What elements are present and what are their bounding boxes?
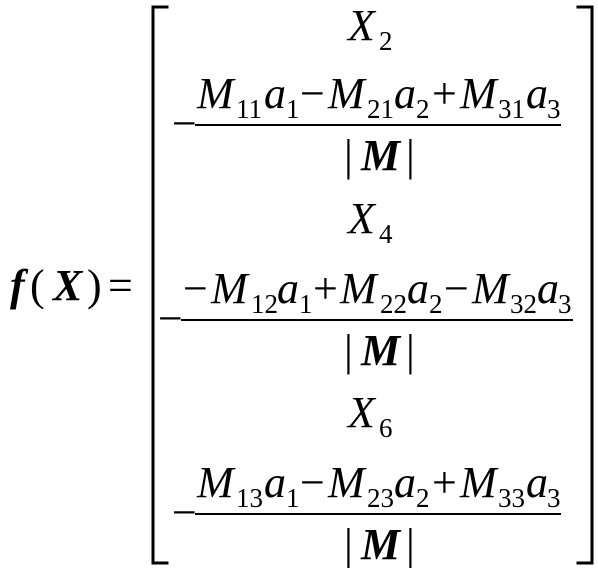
term-base: M <box>196 458 236 507</box>
fraction-denominator: | M | <box>344 520 415 569</box>
matrix-symbol: M <box>360 326 402 375</box>
term-coefficient: a <box>394 458 416 507</box>
fraction-denominator: | M | <box>344 131 415 180</box>
term-subscript: 32 <box>510 289 537 319</box>
determinant-bar-right: | <box>406 326 415 375</box>
term-coefficient-subscript: 2 <box>429 289 443 319</box>
entry-subscript: 4 <box>379 219 393 249</box>
term-coefficient-subscript: 1 <box>286 483 300 513</box>
term-coefficient: a <box>407 264 429 313</box>
term-coefficient: a <box>277 264 299 313</box>
term-subscript: 23 <box>367 483 394 513</box>
term-base: M <box>327 69 367 118</box>
term-coefficient: a <box>394 69 416 118</box>
term-subscript: 11 <box>236 94 262 124</box>
entry-base: X <box>346 1 377 50</box>
term-coefficient: a <box>264 69 286 118</box>
term-coefficient: a <box>526 458 548 507</box>
lhs-close-paren: ) <box>87 261 102 310</box>
term-coefficient-subscript: 1 <box>286 94 300 124</box>
determinant-bar-right: | <box>406 131 415 180</box>
fraction-sign: − <box>158 294 183 343</box>
term-coefficient-subscript: 3 <box>547 483 561 513</box>
fraction-numerator: M 13 a 1 − M 23 a 2 + M 33 a 3 <box>196 458 561 513</box>
left-bracket <box>151 5 169 565</box>
term-subscript: 13 <box>236 483 263 513</box>
fraction-denominator: | M | <box>344 326 415 375</box>
entry-base: X <box>346 388 377 437</box>
term-coefficient: a <box>264 458 286 507</box>
term-coefficient: a <box>526 69 548 118</box>
lhs-open-paren: ( <box>30 261 45 310</box>
term-subscript: 31 <box>498 94 525 124</box>
term-coefficient-subscript: 2 <box>416 483 430 513</box>
fraction-numerator: M 11 a 1 − M 21 a 2 + M 31 a 3 <box>196 69 561 124</box>
term-coefficient: a <box>537 264 559 313</box>
vector-entry-fraction-1: − M 11 a 1 − M 21 a 2 + M 31 a 3 | M | <box>172 69 561 180</box>
vector-entry-x2: X 2 <box>346 1 393 56</box>
term-operator: + <box>432 69 457 118</box>
determinant-bar-left: | <box>344 326 353 375</box>
matrix-symbol: M <box>360 131 402 180</box>
fraction-sign: − <box>172 99 197 148</box>
term-operator: − <box>444 264 469 313</box>
term-base: M <box>339 264 379 313</box>
vector-entry-x6: X 6 <box>346 388 393 443</box>
term-coefficient-subscript: 1 <box>299 289 313 319</box>
fraction-numerator: − M 12 a 1 + M 22 a 2 − M 32 a 3 <box>183 264 572 319</box>
lhs-argument: X <box>51 261 84 310</box>
term-subscript: 22 <box>380 289 407 319</box>
determinant-bar-right: | <box>406 520 415 568</box>
entry-base: X <box>346 194 377 243</box>
term-coefficient-subscript: 2 <box>416 94 430 124</box>
function-symbol: f <box>10 261 29 310</box>
term-operator: − <box>183 264 208 313</box>
term-base: M <box>459 69 499 118</box>
fraction-sign: − <box>172 488 197 537</box>
matrix-symbol: M <box>360 520 402 568</box>
term-operator: + <box>432 458 457 507</box>
term-coefficient-subscript: 3 <box>558 289 572 319</box>
term-base: M <box>327 458 367 507</box>
vector-entry-x4: X 4 <box>346 194 393 249</box>
term-base: M <box>210 264 250 313</box>
term-base: M <box>459 458 499 507</box>
term-coefficient-subscript: 3 <box>547 94 561 124</box>
term-base: M <box>471 264 511 313</box>
vector-entry-fraction-3: − M 13 a 1 − M 23 a 2 + M 33 a 3 | M | <box>172 458 561 569</box>
equation-lhs: f ( X ) = <box>10 261 133 310</box>
term-subscript: 21 <box>367 94 394 124</box>
term-operator: + <box>313 264 338 313</box>
term-base: M <box>196 69 236 118</box>
term-operator: − <box>300 69 325 118</box>
equals-sign: = <box>108 261 133 310</box>
term-subscript: 33 <box>498 483 525 513</box>
vector-entry-fraction-2: − − M 12 a 1 + M 22 a 2 − M 32 a 3 | M | <box>158 264 573 375</box>
right-bracket <box>576 5 594 565</box>
entry-subscript: 2 <box>379 26 393 56</box>
term-operator: − <box>300 458 325 507</box>
term-subscript: 12 <box>251 289 278 319</box>
entry-subscript: 6 <box>379 413 393 443</box>
determinant-bar-left: | <box>344 131 353 180</box>
determinant-bar-left: | <box>344 520 353 568</box>
